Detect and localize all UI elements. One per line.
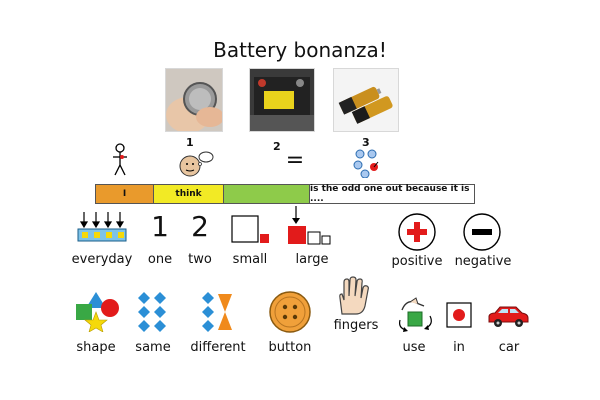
label-button: button [268,340,312,355]
large-icon [286,206,336,248]
label-small: small [232,252,268,267]
fingers-icon [334,276,372,316]
person-icon [110,143,130,177]
label-positive: positive [391,254,443,269]
strip-cell-blank [224,185,310,203]
photo-number-1: 1 [186,136,194,149]
label-in: in [453,340,465,355]
photo-number-2: 2 [273,140,281,153]
label-fingers: fingers [333,318,379,333]
strip-cell-i: I [96,185,154,203]
strip-cell-odd-one-out: is the odd one out because it is .... [310,184,474,204]
positive-icon [397,212,437,252]
photo-aa-batteries [333,68,399,132]
page-title: Battery bonanza! [213,38,387,62]
label-large: large [295,252,329,267]
odd-one-out-icon [352,148,382,179]
photo-car-battery [249,68,315,132]
label-use: use [402,340,426,355]
small-icon [230,214,274,246]
number-two: 2 [191,210,209,243]
label-car: car [498,340,520,355]
photo-number-3: 3 [362,136,370,149]
label-everyday: everyday [71,252,133,267]
everyday-icon [76,210,128,244]
think-icon [178,150,214,178]
same-icon [136,292,170,332]
negative-icon [462,212,502,252]
different-icon [200,292,234,332]
strip-cell-think: think [154,185,224,203]
use-icon [396,296,436,332]
shape-icon [74,290,122,333]
in-icon [446,302,472,328]
label-two: two [188,252,212,267]
label-negative: negative [454,254,512,269]
number-one: 1 [151,210,169,243]
car-icon [486,304,530,330]
button-icon [268,290,312,334]
label-different: different [190,340,246,355]
equals-sign: = [285,148,305,173]
label-same: same [135,340,171,355]
label-shape: shape [76,340,116,355]
photo-button-cell [165,68,224,133]
label-one: one [147,252,173,267]
sentence-strip: I think is the odd one out because it is… [95,184,475,204]
